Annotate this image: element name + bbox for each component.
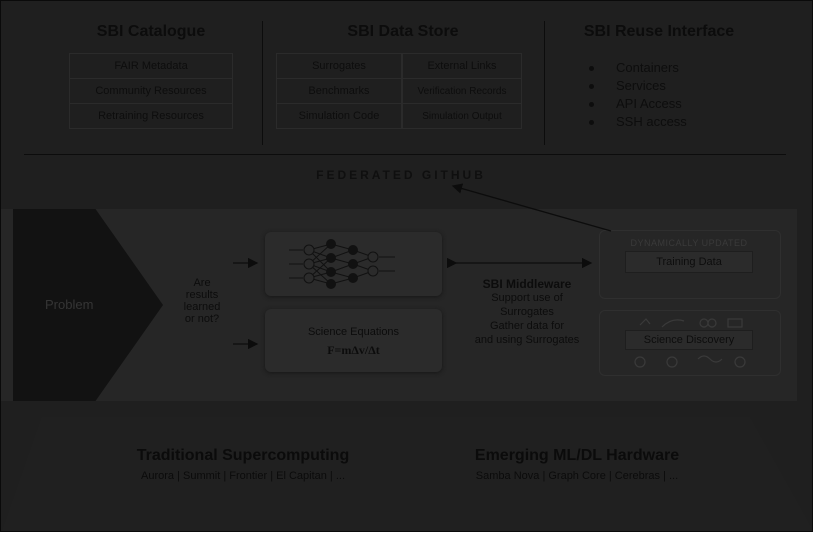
science-equation: F=mΔv/Δt (327, 343, 380, 357)
catalogue-item: Retraining Resources (69, 103, 233, 129)
science-equations-title: Science Equations (307, 326, 400, 338)
middleware-text: SBI Middleware Support use of Surrogates… (457, 277, 597, 347)
reuse-list: Containers Services API Access SSH acces… (587, 59, 687, 131)
reuse-item: API Access (587, 95, 687, 113)
datastore-title: SBI Data Store (347, 23, 459, 40)
reuse-item: Containers (587, 59, 687, 77)
hardware-base (1, 417, 812, 531)
science-discovery-label: Science Discovery (625, 330, 753, 350)
neural-network-icon (289, 239, 395, 289)
science-equations-card: Science Equations F=mΔv/Δt (265, 309, 442, 372)
dynamically-updated-label: DYNAMICALLY UPDATED (630, 238, 748, 248)
training-data-label: Training Data (625, 251, 753, 273)
reuse-item: Services (587, 77, 687, 95)
discovery-icons (634, 318, 746, 368)
catalogue-title: SBI Catalogue (96, 23, 206, 40)
arrow-to-federated-github (451, 183, 612, 232)
traditional-subtitle: Aurora | Summit | Frontier | El Capitan … (141, 470, 345, 482)
emerging-subtitle: Samba Nova | Graph Core | Cerebras | ... (475, 470, 679, 482)
column-divider (262, 21, 263, 145)
emerging-title: Emerging ML/DL Hardware (474, 447, 680, 464)
traditional-title: Traditional Supercomputing (136, 447, 350, 464)
datastore-item: Simulation Code (276, 103, 402, 129)
column-divider (544, 21, 545, 145)
neural-network-card (265, 232, 442, 296)
section-divider (24, 154, 786, 155)
problem-label: Problem (45, 297, 94, 312)
datastore-item: Simulation Output (402, 103, 522, 129)
reuse-item: SSH access (587, 113, 687, 131)
federated-github-label: FEDERATED GITHUB (316, 168, 486, 182)
middleware-title: SBI Middleware (482, 277, 572, 291)
reuse-title: SBI Reuse Interface (583, 23, 735, 40)
